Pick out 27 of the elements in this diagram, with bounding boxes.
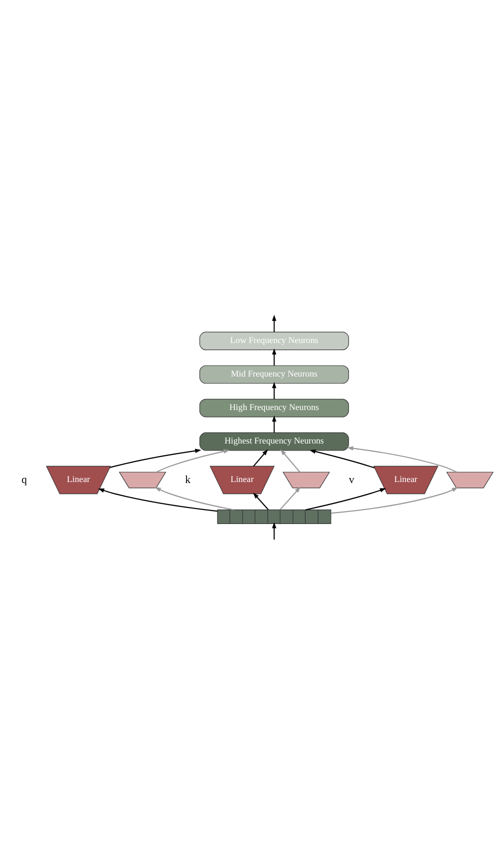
node-box: High Frequency Neurons (199, 398, 349, 418)
arrow (156, 449, 230, 473)
arrow (272, 522, 276, 540)
node-trapezoid (446, 472, 494, 488)
arrow (272, 415, 276, 433)
arrow (280, 486, 301, 510)
label: v (348, 474, 354, 486)
arrow (280, 449, 300, 472)
arrow (252, 492, 269, 510)
arrow (154, 487, 234, 510)
node-box: Low Frequency Neurons (199, 332, 349, 350)
arrow (330, 487, 458, 514)
node-box: Mid Frequency Neurons (199, 365, 349, 384)
node-trapezoid (118, 472, 166, 488)
node-box: Highest Frequency Neurons (199, 432, 349, 451)
label: k (185, 474, 191, 486)
arrow (98, 488, 218, 512)
arrow (272, 382, 276, 399)
arrow (110, 448, 202, 468)
arrow (306, 488, 386, 510)
arrow (253, 449, 268, 467)
arrow (272, 314, 276, 332)
arrow (272, 348, 276, 366)
arrow (347, 446, 457, 473)
arrow (309, 449, 375, 468)
label: q (22, 474, 27, 486)
node-trapezoid (282, 472, 330, 488)
